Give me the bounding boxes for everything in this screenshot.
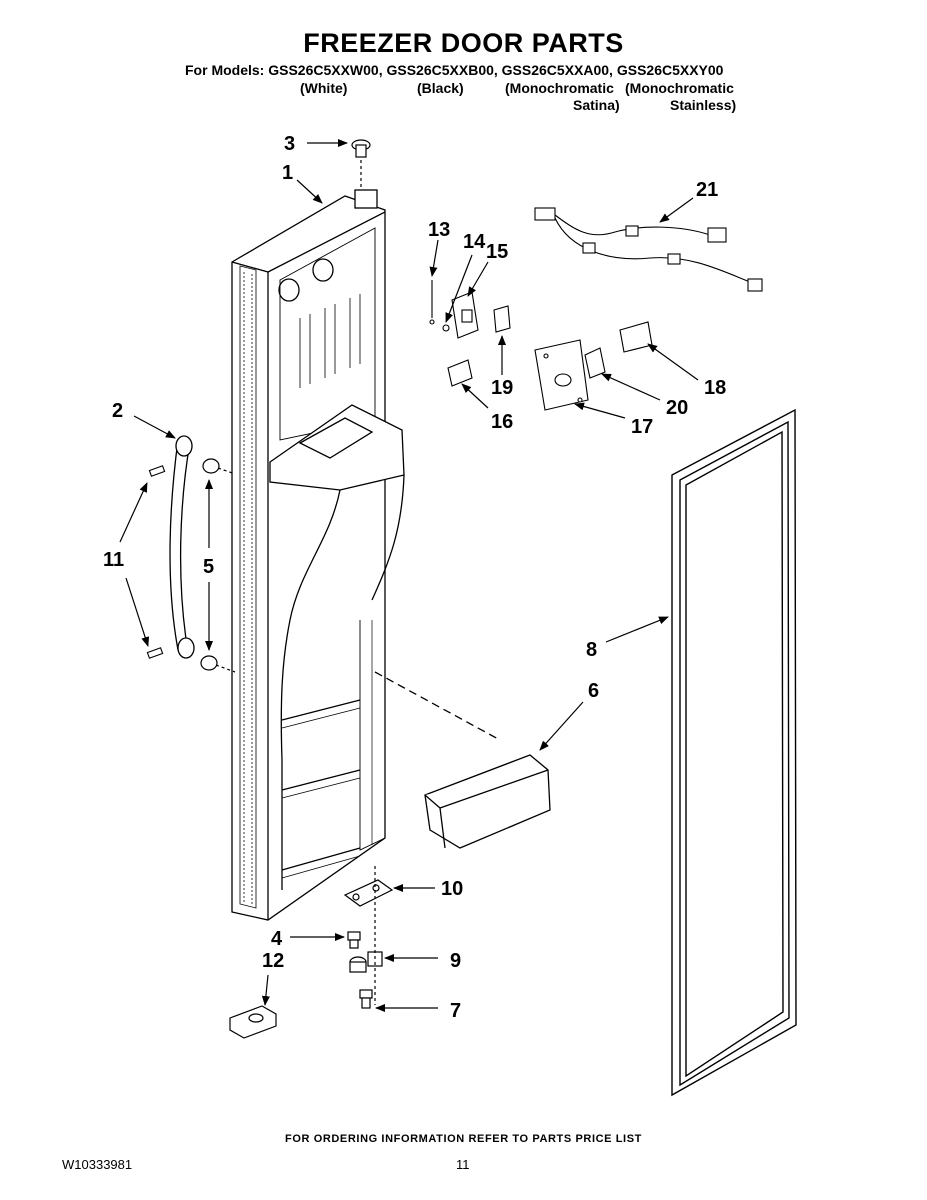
callout-5: 5 [203, 556, 214, 578]
door-bin [374, 671, 551, 849]
variant-stainless: Stainless) [670, 97, 737, 113]
page-number: 11 [456, 1157, 470, 1172]
callout-2: 2 [112, 400, 123, 422]
callout-7: 7 [450, 1000, 461, 1022]
callout-6: 6 [588, 680, 599, 702]
callout-18: 18 [704, 377, 726, 399]
hinge-hardware [229, 866, 394, 1039]
ordering-note: FOR ORDERING INFORMATION REFER TO PARTS … [285, 1133, 642, 1145]
variant-satina: Satina) [573, 97, 620, 113]
handle-screws [146, 465, 166, 659]
callout-16: 16 [491, 411, 513, 433]
switch-assembly [429, 280, 511, 387]
variant-black: (Black) [417, 80, 464, 96]
callout-1: 1 [282, 162, 293, 184]
variant-white: (White) [300, 80, 348, 96]
wire-harness [534, 207, 763, 292]
callout-19: 19 [491, 377, 513, 399]
callout-12: 12 [262, 950, 284, 972]
callout-13: 13 [428, 219, 450, 241]
leader-arrows [119, 139, 699, 1012]
callout-15: 15 [486, 241, 508, 263]
callout-3: 3 [284, 133, 295, 155]
dispenser-bracket-parts [534, 321, 653, 411]
variant-monochromatic-satina: (Monochromatic [505, 80, 614, 96]
callout-10: 10 [441, 878, 463, 900]
callout-21: 21 [696, 179, 718, 201]
handle-spacers [200, 458, 236, 673]
variant-monochromatic-stainless: (Monochromatic [625, 80, 734, 96]
callout-14: 14 [463, 231, 486, 253]
freezer-door [231, 189, 405, 921]
top-plug-part [351, 139, 371, 188]
door-handle [169, 435, 195, 659]
callout-20: 20 [666, 397, 688, 419]
models-line: For Models: GSS26C5XXW00, GSS26C5XXB00, … [185, 62, 724, 78]
callout-4: 4 [271, 928, 283, 950]
callout-9: 9 [450, 950, 461, 972]
document-number: W10333981 [62, 1157, 133, 1172]
callout-8: 8 [586, 639, 597, 661]
page-title: FREEZER DOOR PARTS [303, 28, 624, 58]
callout-11: 11 [103, 549, 124, 571]
door-gasket [671, 408, 797, 1097]
callout-17: 17 [631, 416, 653, 438]
